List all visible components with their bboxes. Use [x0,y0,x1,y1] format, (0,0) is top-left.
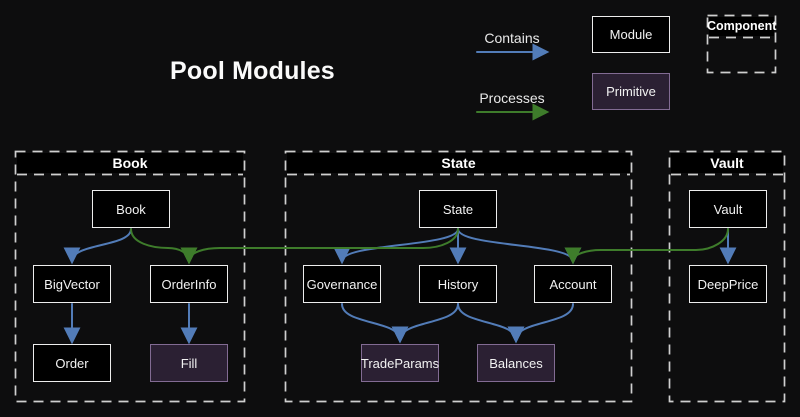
legend-primitive-box: Primitive [592,73,670,110]
state-container-title: State [441,155,476,171]
node-history: History [419,265,497,303]
node-state: State [419,190,497,228]
vault-container-title: Vault [710,155,744,171]
edge-history-balances [457,303,525,344]
book-container-border [14,150,246,403]
page-title: Pool Modules [170,57,335,85]
node-orderinfo: OrderInfo [150,265,228,303]
edge-vault-account [564,228,729,265]
node-governance: Governance [303,265,381,303]
legend-component-label: Component [707,19,777,33]
vault-container-border [668,150,786,403]
edge-book-orderinfo [130,228,198,265]
state-container-border [284,150,633,403]
node-tradeparams: TradeParams [361,344,439,382]
legend-component-border [706,14,777,74]
node-book: Book [92,190,170,228]
edge-state-account [457,228,582,265]
node-balances: Balances [477,344,555,382]
node-deepprice: DeepPrice [689,265,767,303]
node-order: Order [33,344,111,382]
legend-contains-label: Contains [484,30,540,46]
edge-account-balances [507,303,574,344]
edge-governance-tradeparams [341,303,409,344]
edge-book-bigvector [63,228,132,265]
edge-state-governance [333,228,459,265]
node-fill: Fill [150,344,228,382]
state-header-bar [287,153,630,173]
node-bigvector: BigVector [33,265,111,303]
node-account: Account [534,265,612,303]
legend-module-box: Module [592,16,670,53]
book-header-bar [17,153,243,173]
node-vault: Vault [689,190,767,228]
book-container-title: Book [112,155,148,171]
legend-processes-label: Processes [479,90,545,106]
vault-header-bar [671,153,783,173]
edge-state-orderinfo [180,228,459,265]
edge-history-tradeparams [391,303,459,344]
legend-component-bar [709,17,774,36]
